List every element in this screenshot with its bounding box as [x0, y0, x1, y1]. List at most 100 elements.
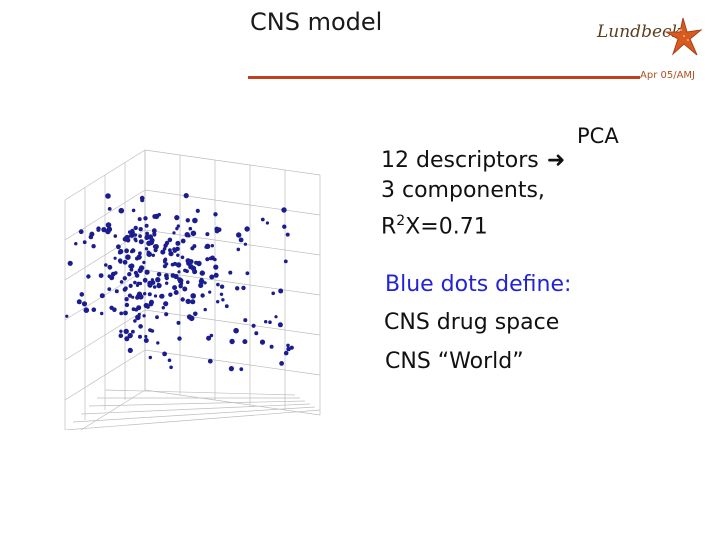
scatter-dot: [148, 355, 152, 360]
scatter-dot: [138, 265, 145, 271]
scatter-dot: [210, 244, 214, 248]
scatter-dot: [289, 345, 294, 350]
scatter-dot: [198, 282, 204, 288]
scatter-dot: [213, 257, 217, 262]
descriptor-summary: 12 descriptors➜ 3 components, R2X=0.71: [381, 146, 565, 242]
scatter-dot: [105, 193, 111, 199]
scatter-dot: [131, 295, 135, 299]
scatter-dot: [138, 324, 143, 329]
scatter-dot: [114, 289, 119, 294]
grid-line: [144, 269, 321, 296]
scatter-dot: [152, 285, 157, 289]
scatter-dot: [209, 333, 214, 338]
scatter-dot: [129, 232, 135, 238]
scatter-dot: [105, 222, 112, 228]
scatter-dot: [119, 280, 124, 284]
scatter-dot: [134, 239, 138, 243]
scatter-dot: [209, 274, 215, 280]
scatter-dot: [199, 270, 205, 276]
scatter-dot: [104, 263, 108, 267]
scatter-dot: [235, 286, 240, 291]
scatter-dot: [203, 307, 207, 312]
scatter-dot: [200, 293, 205, 298]
scatter-dot: [143, 292, 147, 296]
scatter-dot: [133, 233, 138, 237]
scatter-dot: [143, 338, 149, 343]
scatter-dot: [138, 334, 142, 339]
arrow-right-icon: ➜: [546, 148, 566, 173]
scatter-dot: [131, 329, 135, 334]
scatter-dot: [208, 290, 212, 294]
scatter-dot: [145, 231, 149, 236]
scatter-dot: [243, 318, 248, 323]
scatter-dot: [244, 226, 250, 232]
legend-heading: Blue dots define:: [385, 272, 572, 297]
scatter-dot: [279, 361, 284, 366]
scatter-dot: [186, 314, 193, 320]
scatter-dot: [119, 329, 123, 333]
scatter-dot: [91, 307, 97, 312]
scatter-dot: [205, 232, 210, 237]
scatter-dot: [144, 223, 149, 228]
scatter-dot: [203, 281, 207, 285]
scatter-dot: [118, 207, 125, 214]
scatter-dot: [224, 304, 229, 309]
scatter-dot: [153, 244, 159, 250]
slide-title: CNS model: [250, 8, 383, 36]
scatter-dot: [286, 343, 290, 348]
scatter-dot: [185, 298, 191, 305]
grid-line: [144, 309, 321, 336]
scatter-dot: [101, 227, 105, 232]
scatter-dot: [182, 286, 188, 292]
scatter-dot: [144, 269, 150, 275]
scatter-dot: [213, 272, 219, 278]
scatter-dot: [138, 239, 144, 245]
scatter-dot: [151, 228, 157, 234]
descriptor-line: 12 descriptors➜: [381, 146, 565, 176]
scatter-dot: [190, 293, 196, 299]
grid-line: [64, 409, 321, 430]
scatter-dot: [176, 253, 180, 257]
scatter-dot: [229, 338, 235, 345]
scatter-dot: [175, 240, 181, 246]
scatter-dot: [193, 311, 198, 317]
scatter-dot: [176, 320, 181, 325]
scatter-dot: [236, 247, 241, 252]
scatter-dot: [142, 260, 146, 265]
scatter-dot: [265, 221, 269, 225]
scatter-dot: [151, 253, 155, 257]
scatter-dot: [242, 339, 248, 345]
scatter-dot: [136, 294, 140, 299]
scatter-dot: [160, 249, 166, 255]
scatter-dot: [174, 215, 180, 221]
scatter-dot: [173, 290, 179, 295]
scatter-dot: [199, 277, 204, 282]
scatter-dot: [192, 217, 198, 224]
scatter-dot: [254, 331, 259, 336]
scatter-dot: [138, 281, 143, 286]
scatter-dot: [219, 284, 225, 289]
scatter-dot: [213, 212, 218, 217]
scatter-dot: [214, 226, 220, 232]
scatter-dot: [245, 271, 250, 276]
scatter-dot: [99, 293, 105, 299]
scatter-dot: [219, 292, 224, 296]
scatter-dot: [143, 216, 148, 221]
grid-line: [72, 406, 316, 423]
pca-3d-scatter-image: [64, 149, 321, 430]
scatter-dot: [76, 299, 82, 305]
scatter-dot: [175, 246, 180, 252]
scatter-dot: [86, 274, 91, 279]
scatter-dot: [127, 347, 133, 353]
scatter-dot: [205, 257, 210, 262]
scatter-dot: [168, 251, 174, 257]
scatter-dot: [207, 358, 213, 364]
scatter-dot: [271, 291, 275, 296]
method-label: PCA: [577, 124, 619, 148]
scatter-dot: [107, 207, 112, 211]
scatter-dot: [194, 260, 199, 265]
scatter-dot: [172, 231, 176, 235]
scatter-dot: [124, 336, 130, 342]
grid-line: [144, 349, 321, 376]
scatter-dot: [124, 302, 130, 308]
